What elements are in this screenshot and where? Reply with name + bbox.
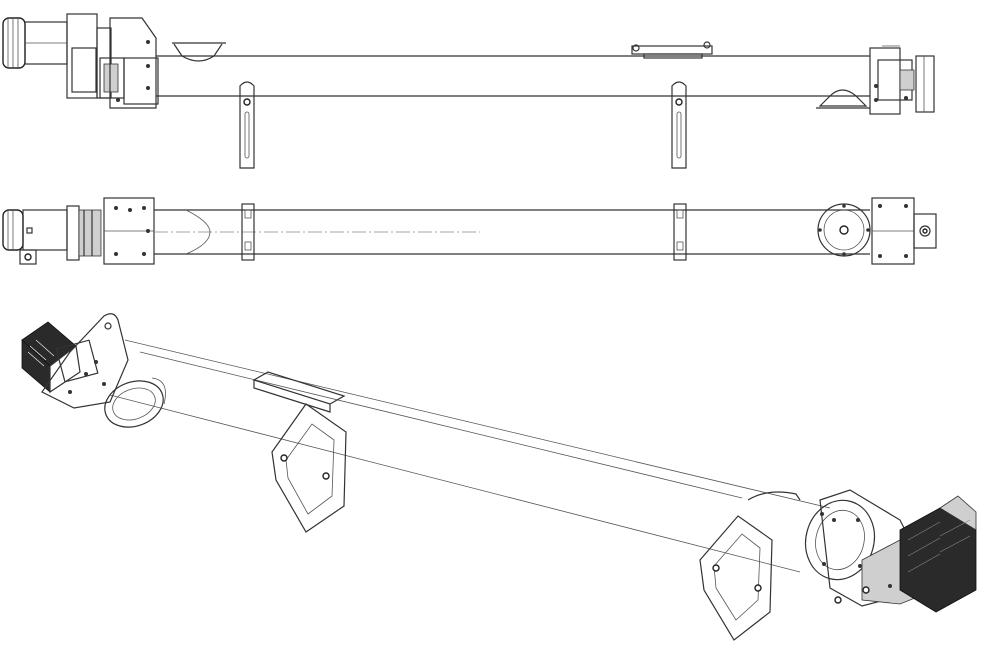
gear-motor-icon: [21, 321, 99, 394]
isometric-view: [21, 313, 977, 641]
inlet-flange-icon: [104, 377, 166, 428]
gear-motor-icon: [2, 205, 102, 265]
inspection-hatch-icon: [252, 371, 346, 413]
tube-bottom-line: [109, 394, 801, 573]
inlet-flange-icon: [185, 209, 211, 255]
support-bracket-icon: [241, 203, 687, 261]
side-elevation-view: [2, 13, 935, 169]
inspection-hatch-icon: [631, 41, 713, 59]
tube-top-line: [124, 339, 831, 509]
end-bracket-right: [869, 45, 935, 115]
inlet-flange-icon: [172, 42, 226, 62]
outlet-flange-icon: [816, 89, 870, 109]
end-bracket-left: [103, 197, 155, 265]
outlet-flange-icon: [817, 203, 871, 257]
support-bracket-icon: [271, 403, 347, 533]
support-bracket-icon: [239, 81, 687, 169]
end-bracket-left: [41, 313, 129, 409]
end-bracket-right: [871, 197, 937, 265]
top-plan-view: [2, 197, 937, 265]
support-bracket-icon: [699, 515, 773, 641]
gear-motor-icon: [2, 13, 125, 99]
gear-motor-icon: [899, 495, 977, 613]
end-bracket-left: [109, 17, 159, 109]
